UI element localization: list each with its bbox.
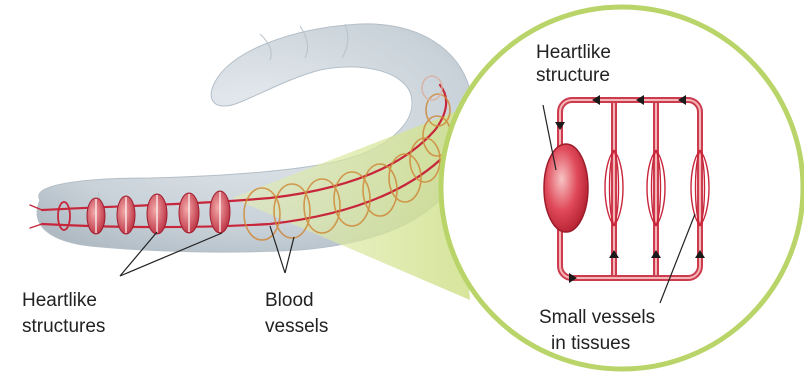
label-blood-vessels: Blood vessels [265, 290, 328, 337]
large-heart [544, 144, 588, 232]
label-heartlike-structures: Heartlike structures [22, 290, 105, 337]
zoom-beam [232, 112, 470, 300]
